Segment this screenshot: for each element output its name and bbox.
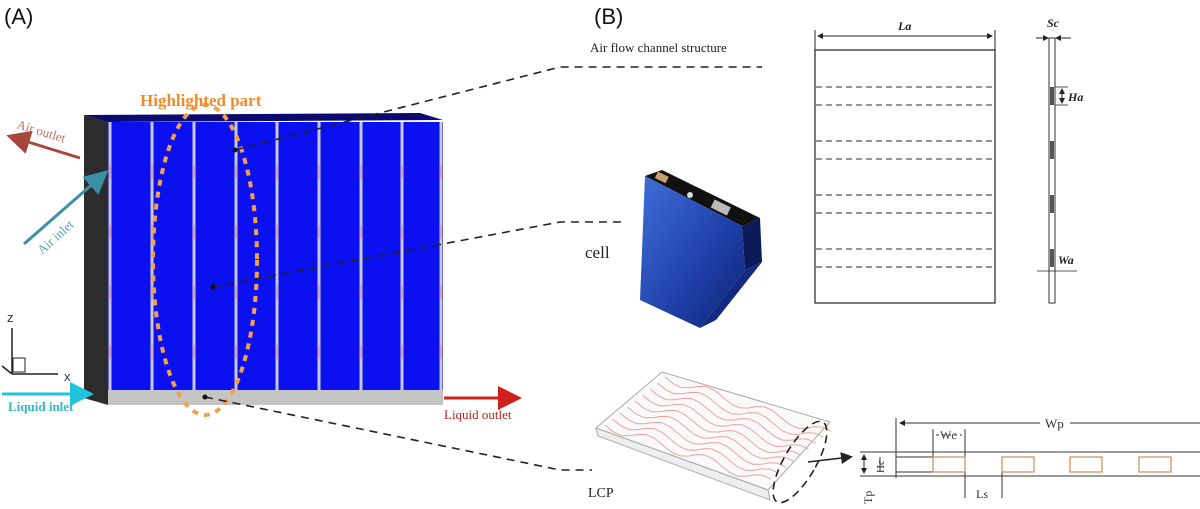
callout-lcp xyxy=(204,396,592,471)
cell-divider xyxy=(234,122,238,390)
lcp-channel-wave xyxy=(627,406,794,462)
cell-dividers xyxy=(108,122,443,390)
lcp-channel-wave xyxy=(634,400,802,456)
cell-divider xyxy=(359,122,363,390)
cooling-channel xyxy=(1069,456,1103,473)
air-channel-mark xyxy=(1050,141,1054,159)
axis-z-label: z xyxy=(7,310,14,325)
cooling-channel xyxy=(932,456,966,473)
cell-divider xyxy=(400,122,404,390)
panel-a-label: (A) xyxy=(4,4,33,29)
lcp-cross-section: Wp Wc Hc Tp Ls xyxy=(860,414,1200,504)
wp-label: Wp xyxy=(1045,416,1064,431)
pack-side-panel xyxy=(84,115,108,405)
cooling-channel xyxy=(1138,456,1172,473)
cooling-channel xyxy=(1001,456,1035,473)
lcp-channel-wave xyxy=(664,376,832,432)
cell-divider xyxy=(108,122,112,390)
air-inlet-label: Air inlet xyxy=(34,217,77,258)
callout-cell xyxy=(212,221,622,288)
air-channel-mark xyxy=(1050,249,1054,267)
tp-label: Tp xyxy=(861,491,875,504)
liquid-cooling-plate-base xyxy=(108,390,443,405)
lcp-channel-wave xyxy=(619,412,787,468)
lcp-channel-wave xyxy=(642,394,809,450)
air-channel-schematic: La xyxy=(814,19,996,304)
wa-label: Wa xyxy=(1058,253,1074,267)
air-channel-mark xyxy=(1050,195,1054,213)
cell-illustration xyxy=(640,170,762,328)
ls-label: Ls xyxy=(976,487,988,501)
lcp-label: LCP xyxy=(588,486,614,501)
air-channel-mark xyxy=(1050,87,1054,105)
hc-label: Hc xyxy=(875,460,887,473)
highlight-label: Highlighted part xyxy=(140,91,262,110)
lcp-channel-wave xyxy=(604,424,772,480)
panel-b-label: (B) xyxy=(594,4,623,29)
lcp-channel-wave xyxy=(612,418,779,474)
axis-x-label: x xyxy=(64,369,71,384)
air-channel-side-view: Sc Ha Wa xyxy=(1036,16,1083,304)
lcp-plate xyxy=(595,371,853,504)
lcp-channel-wave xyxy=(657,382,824,438)
wc-label: Wc xyxy=(940,428,957,442)
pack-top xyxy=(84,113,443,122)
cell-divider xyxy=(317,122,321,390)
cell-divider xyxy=(275,122,279,390)
ha-label: Ha xyxy=(1067,90,1083,104)
callout-lines xyxy=(204,66,762,471)
cell-label: cell xyxy=(585,243,610,262)
la-label: La xyxy=(897,19,911,33)
liquid-outlet-label: Liquid outlet xyxy=(444,407,512,422)
cell-divider xyxy=(192,122,196,390)
sc-label: Sc xyxy=(1047,16,1060,30)
battery-pack xyxy=(84,113,443,405)
lcp-channel-wave xyxy=(649,388,817,444)
axis-triad: z x xyxy=(1,310,71,384)
air-channel-label: Air flow channel structure xyxy=(590,40,727,55)
air-outlet-arrow xyxy=(6,130,81,160)
highlight-ellipse xyxy=(151,103,259,417)
air-inlet-arrow xyxy=(23,170,109,246)
cell-divider xyxy=(439,122,443,390)
liquid-inlet-label: Liquid inlet xyxy=(8,399,74,414)
